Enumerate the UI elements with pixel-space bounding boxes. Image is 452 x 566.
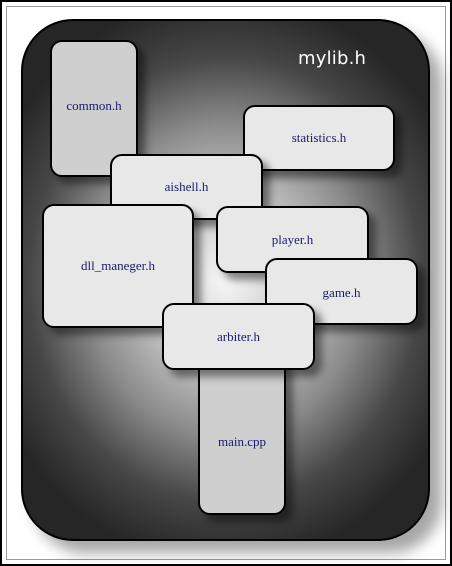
module-statistics-h-label: statistics.h [291,130,347,145]
module-dll-maneger-h-label: dll_maneger.h [80,258,155,273]
module-common-h-label: common.h [66,98,122,113]
module-statistics-h: statistics.h [243,105,395,171]
module-main-cpp: main.cpp [198,355,286,515]
module-arbiter-h: arbiter.h [162,303,315,370]
module-arbiter-h-label: arbiter.h [217,328,260,344]
module-game-h-label: game.h [322,284,361,300]
module-aishell-h-label: aishell.h [164,179,209,194]
container-title: mylib.h [298,48,367,69]
module-player-h-label: player.h [271,231,314,247]
module-main-cpp-label: main.cpp [217,434,266,449]
